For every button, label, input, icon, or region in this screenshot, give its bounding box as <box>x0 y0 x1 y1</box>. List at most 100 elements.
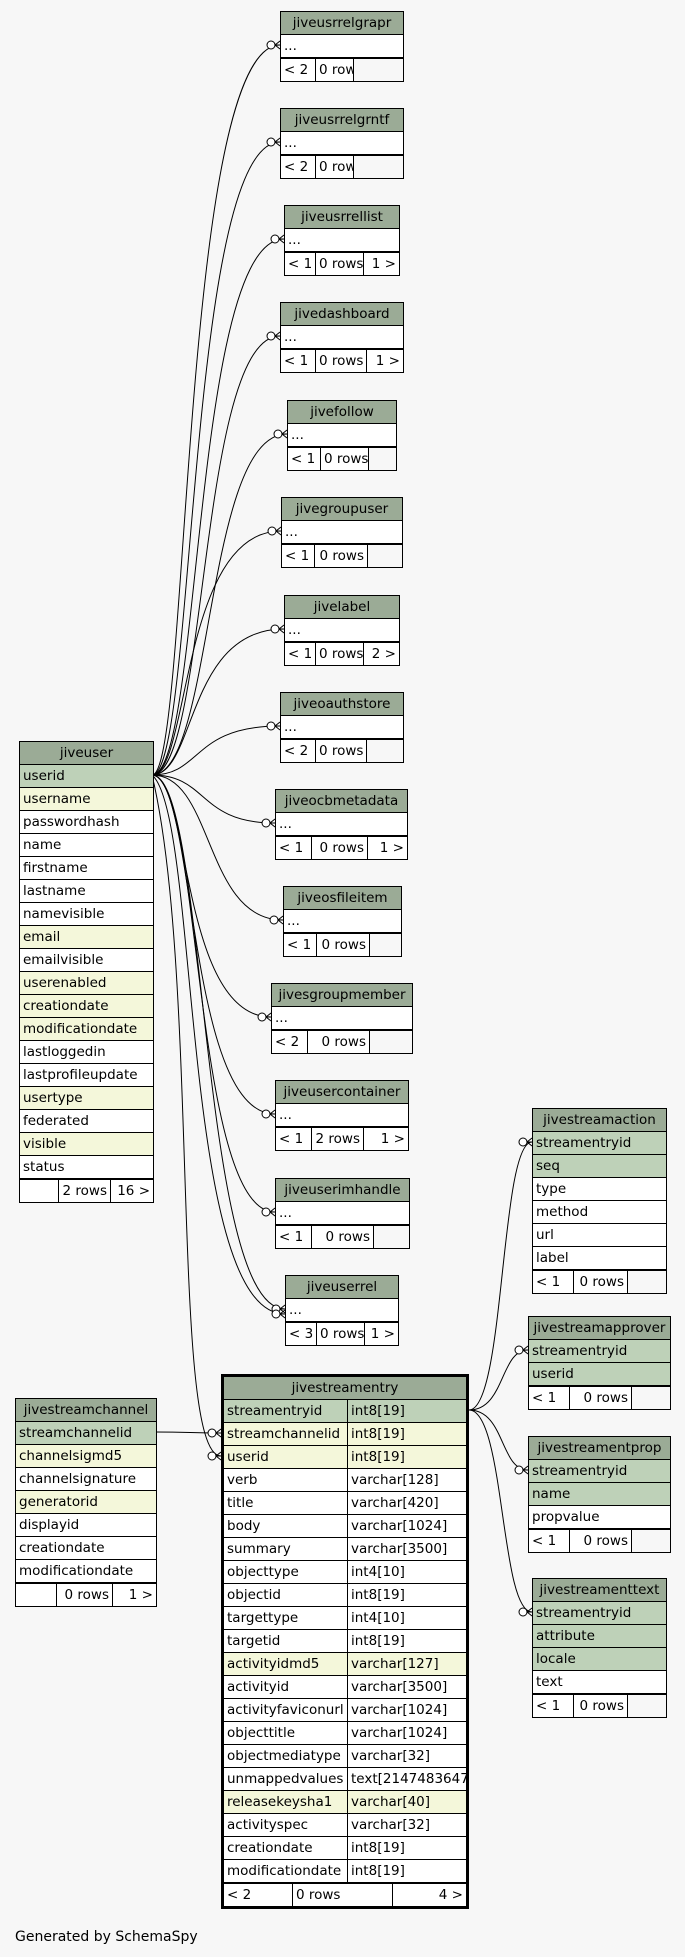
column-row[interactable]: ... <box>281 716 403 739</box>
column-row[interactable]: namevisible <box>20 903 153 926</box>
column-row[interactable]: ... <box>288 424 396 447</box>
column-row[interactable]: ... <box>285 229 399 252</box>
column-row[interactable]: modificationdate <box>16 1560 156 1583</box>
column-row[interactable]: creationdate <box>20 995 153 1018</box>
table-name[interactable]: jiveosfileitem <box>284 887 401 910</box>
table-name[interactable]: jivestreamchannel <box>16 1399 156 1422</box>
column-row[interactable]: method <box>533 1201 666 1224</box>
column-row[interactable]: displayid <box>16 1514 156 1537</box>
column-row[interactable]: attribute <box>533 1625 666 1648</box>
column-row[interactable]: streamentryid <box>529 1460 670 1483</box>
column-row[interactable]: channelsigmd5 <box>16 1445 156 1468</box>
table-name[interactable]: jivedashboard <box>281 303 403 326</box>
column-row[interactable]: streamchannelid <box>16 1422 156 1445</box>
column-row[interactable]: channelsignature <box>16 1468 156 1491</box>
table-name[interactable]: jivestreamapprover <box>529 1317 670 1340</box>
table-name[interactable]: jivestreamentry <box>224 1377 466 1400</box>
column-row[interactable]: seq <box>533 1155 666 1178</box>
table-jiveusrrelgrntf[interactable]: jiveusrrelgrntf...< 20 rows <box>280 108 404 179</box>
column-row[interactable]: label <box>533 1247 666 1270</box>
column-row[interactable]: ... <box>285 619 399 642</box>
column-row[interactable]: usertype <box>20 1087 153 1110</box>
column-row[interactable]: username <box>20 788 153 811</box>
table-name[interactable]: jiveuser <box>20 742 153 765</box>
table-name[interactable]: jivelabel <box>285 596 399 619</box>
table-name[interactable]: jiveusrrellist <box>285 206 399 229</box>
table-name[interactable]: jivestreamaction <box>533 1109 666 1132</box>
table-name[interactable]: jivefollow <box>288 401 396 424</box>
table-name[interactable]: jiveoauthstore <box>281 693 403 716</box>
column-row[interactable]: ... <box>281 35 403 58</box>
table-name[interactable]: jiveusercontainer <box>276 1081 408 1104</box>
table-name[interactable]: jivesgroupmember <box>272 984 412 1007</box>
column-row[interactable]: creationdate <box>16 1537 156 1560</box>
column-row[interactable]: generatorid <box>16 1491 156 1514</box>
column-row[interactable]: ... <box>281 326 403 349</box>
column-row[interactable]: name <box>529 1483 670 1506</box>
column-row[interactable]: ... <box>276 1202 409 1225</box>
column-row[interactable]: ... <box>276 813 407 836</box>
table-name[interactable]: jiveocbmetadata <box>276 790 407 813</box>
column-row[interactable]: ... <box>282 521 402 544</box>
table-name[interactable]: jiveusrrelgrntf <box>281 109 403 132</box>
column-row[interactable]: streamentryid <box>533 1132 666 1155</box>
column-row[interactable]: ... <box>286 1299 398 1322</box>
column-row[interactable]: ... <box>284 910 401 933</box>
column-row[interactable]: lastname <box>20 880 153 903</box>
column-row[interactable]: modificationdate <box>20 1018 153 1041</box>
column-row[interactable]: locale <box>533 1648 666 1671</box>
column-row[interactable]: lastprofileupdate <box>20 1064 153 1087</box>
column-row[interactable]: userenabled <box>20 972 153 995</box>
column-row[interactable]: status <box>20 1156 153 1179</box>
table-name[interactable]: jivestreamenttext <box>533 1579 666 1602</box>
column-row[interactable]: propvalue <box>529 1506 670 1529</box>
column-row[interactable]: federated <box>20 1110 153 1133</box>
table-jiveusrrelgrapr[interactable]: jiveusrrelgrapr...< 20 rows <box>280 11 404 82</box>
column-row[interactable]: emailvisible <box>20 949 153 972</box>
table-name[interactable]: jiveuserrel <box>286 1276 398 1299</box>
column-row[interactable]: ... <box>272 1007 412 1030</box>
column-row[interactable]: ... <box>276 1104 408 1127</box>
column-row[interactable]: streamentryid <box>529 1340 670 1363</box>
column-row[interactable]: ... <box>281 132 403 155</box>
column-row[interactable]: userid <box>20 765 153 788</box>
column-row[interactable]: passwordhash <box>20 811 153 834</box>
table-name[interactable]: jivestreamentprop <box>529 1437 670 1460</box>
